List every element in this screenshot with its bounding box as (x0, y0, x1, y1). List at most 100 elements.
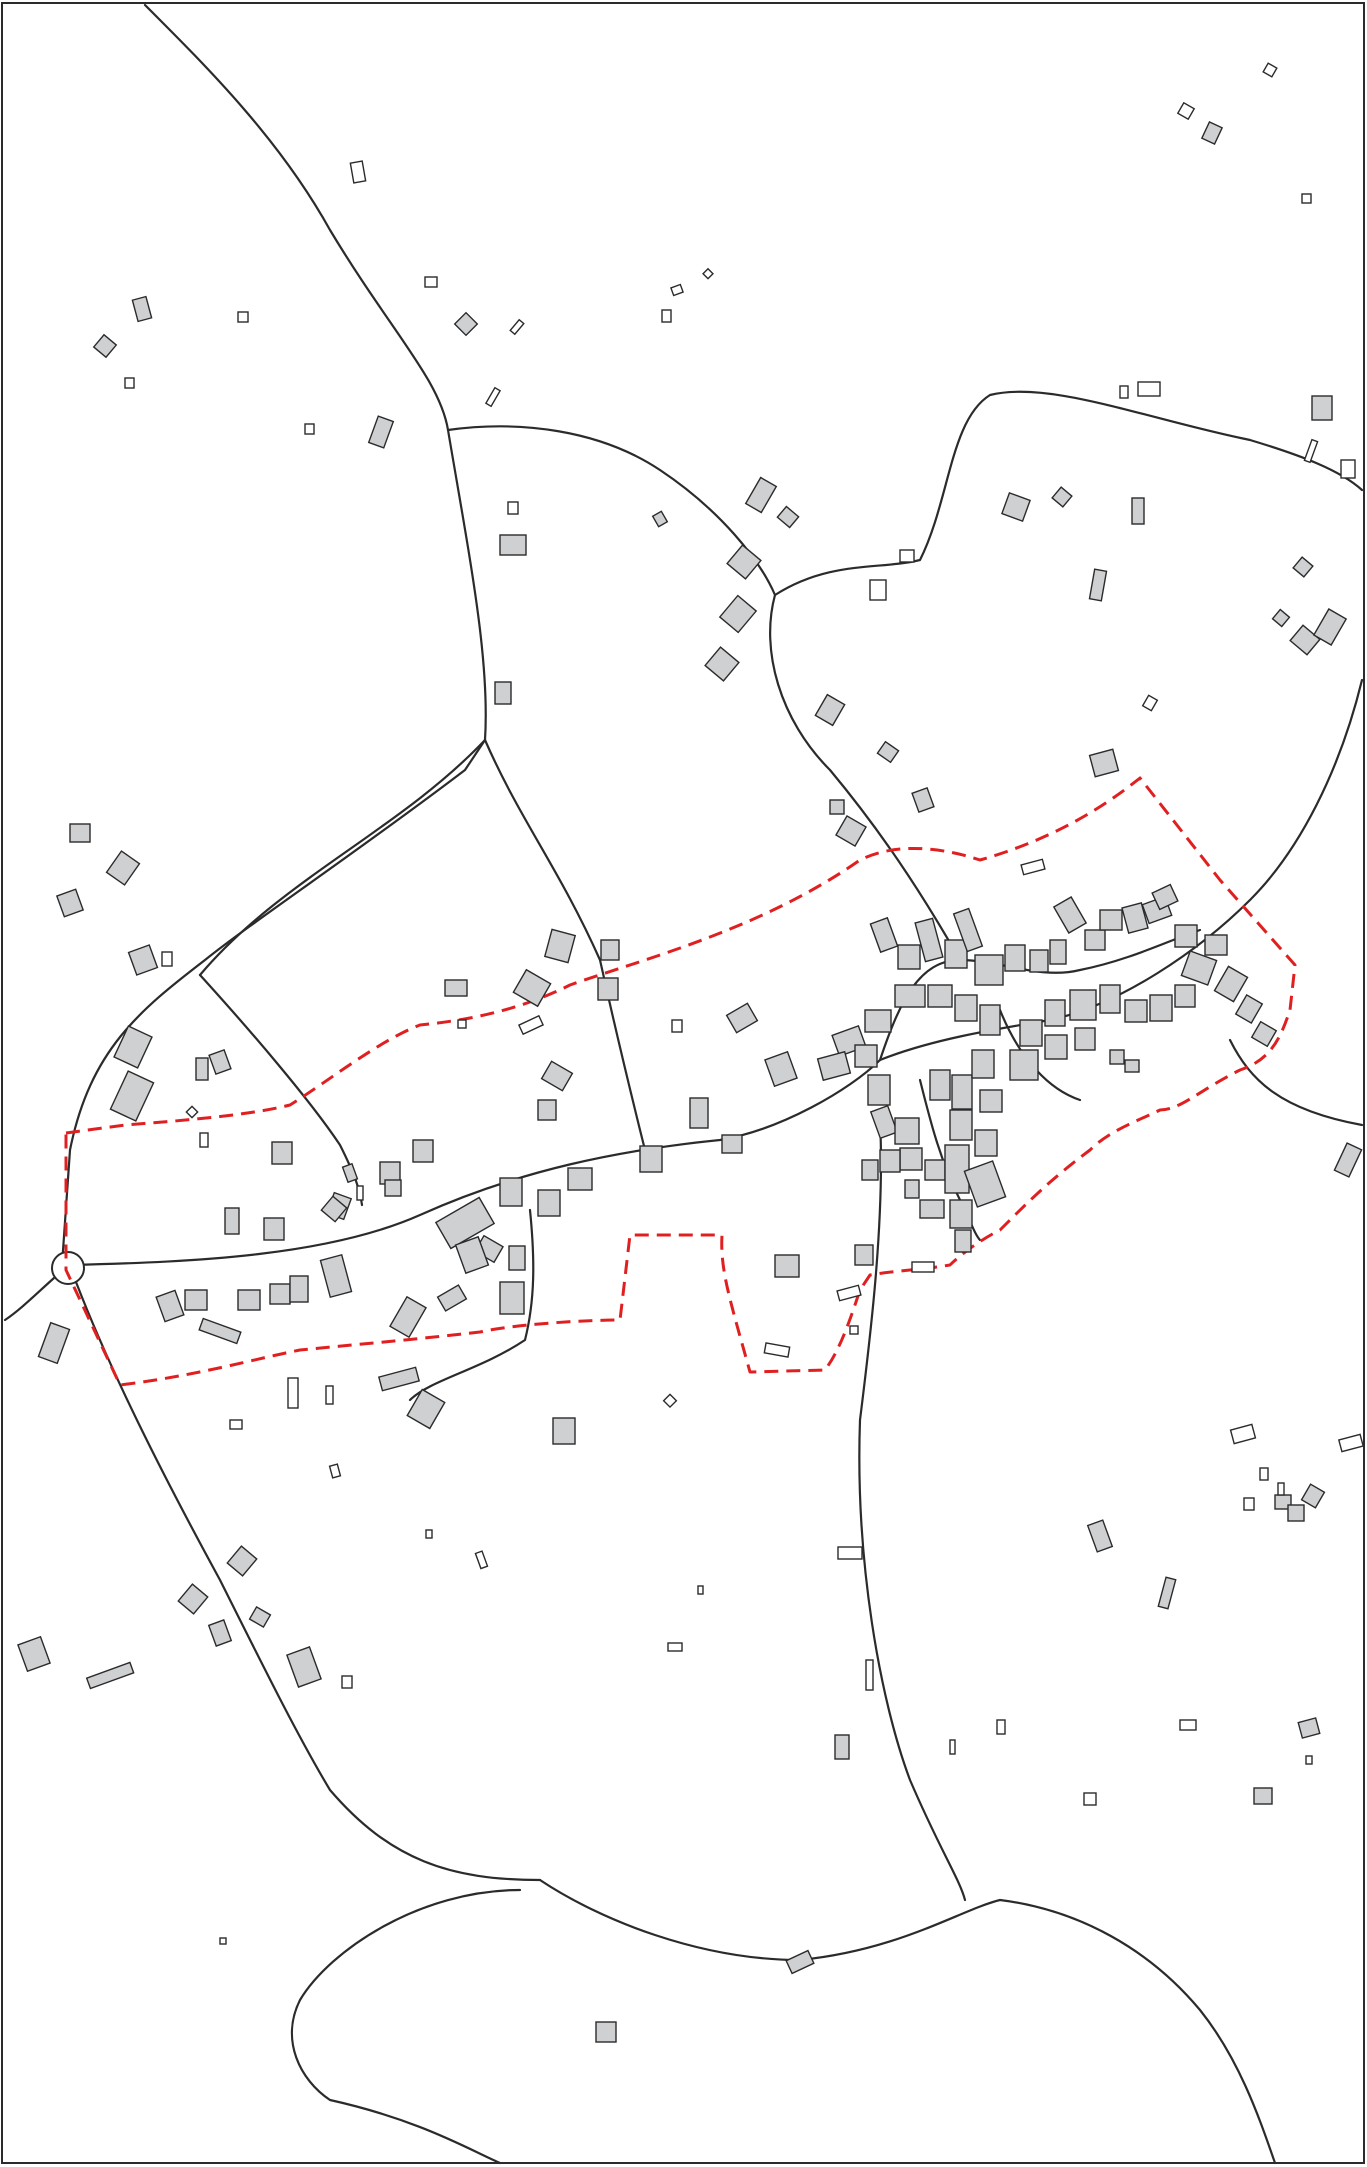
building (499, 534, 527, 556)
building (155, 1289, 185, 1323)
building (286, 1646, 322, 1688)
building (1174, 984, 1196, 1008)
building (949, 1199, 973, 1229)
building (952, 907, 984, 953)
village-core-buildings (816, 883, 1278, 1253)
building (436, 1284, 468, 1312)
building (320, 1195, 348, 1223)
building (113, 1025, 153, 1069)
building (69, 823, 91, 843)
settlement-boundary (64, 776, 1297, 1387)
building (341, 1162, 359, 1184)
building (224, 1207, 240, 1235)
building (836, 1284, 862, 1302)
building (319, 1253, 353, 1299)
building (1004, 944, 1026, 972)
building (816, 1050, 852, 1082)
building (1086, 1519, 1114, 1553)
building (944, 939, 968, 969)
building (1289, 624, 1321, 656)
building (552, 1417, 576, 1445)
building (226, 1545, 258, 1577)
building (951, 1074, 973, 1110)
building (425, 1529, 433, 1539)
building (963, 1160, 1007, 1208)
building (1305, 1755, 1313, 1765)
building (1229, 1423, 1257, 1445)
building (494, 681, 512, 705)
building (509, 318, 525, 336)
road-village-east (878, 678, 1364, 1062)
building (869, 1104, 899, 1140)
building (248, 1605, 272, 1629)
building (897, 944, 921, 970)
building (567, 1167, 593, 1191)
building (667, 1642, 683, 1652)
building (1176, 101, 1196, 121)
building (17, 1635, 51, 1673)
building (444, 979, 468, 997)
building (834, 1734, 850, 1760)
building (540, 1060, 574, 1092)
building (1250, 1020, 1278, 1048)
building (1174, 924, 1198, 948)
building (507, 501, 519, 515)
building (287, 1377, 299, 1409)
building (1088, 748, 1120, 778)
road-north-west (60, 3, 487, 1267)
building (229, 1419, 243, 1430)
building (1020, 858, 1046, 876)
building (474, 1550, 489, 1570)
building (904, 1179, 920, 1199)
building (37, 1321, 71, 1365)
building (869, 916, 899, 954)
building (974, 954, 1004, 986)
building (199, 1132, 209, 1148)
building (1009, 1049, 1039, 1081)
building (1157, 1576, 1177, 1610)
building (1271, 608, 1291, 628)
building (124, 377, 135, 389)
building (219, 1937, 227, 1945)
building (837, 1546, 863, 1560)
road-northwest-link (198, 738, 487, 977)
building (595, 2021, 617, 2043)
building (689, 1097, 709, 1129)
building (865, 1659, 874, 1691)
building (876, 740, 900, 764)
building (1074, 1027, 1096, 1051)
building (1312, 608, 1348, 646)
building (127, 944, 159, 976)
building (543, 928, 577, 964)
building (697, 1585, 704, 1595)
building (914, 917, 944, 963)
building (597, 977, 619, 1001)
building (55, 888, 85, 918)
building (195, 1057, 209, 1081)
building (384, 1179, 402, 1197)
building (1069, 989, 1097, 1021)
building (899, 549, 915, 563)
road-main-east-west (68, 1058, 882, 1267)
building (1052, 896, 1088, 934)
building (954, 1229, 972, 1253)
building (879, 1149, 901, 1173)
building (207, 1619, 233, 1647)
building (929, 1069, 951, 1101)
road-southern-inner (290, 1888, 522, 2165)
building (1029, 949, 1049, 973)
roundabout (51, 1251, 85, 1285)
building (1049, 939, 1067, 965)
building (1124, 1059, 1140, 1073)
road-west-north-south (198, 973, 364, 1207)
building (894, 984, 926, 1008)
road-northeast-loop (446, 390, 1364, 597)
building (1253, 1787, 1273, 1805)
building (1213, 965, 1249, 1003)
building (105, 850, 141, 886)
building (328, 1463, 342, 1479)
building (161, 951, 173, 967)
building (785, 1949, 815, 1975)
building (835, 815, 867, 847)
